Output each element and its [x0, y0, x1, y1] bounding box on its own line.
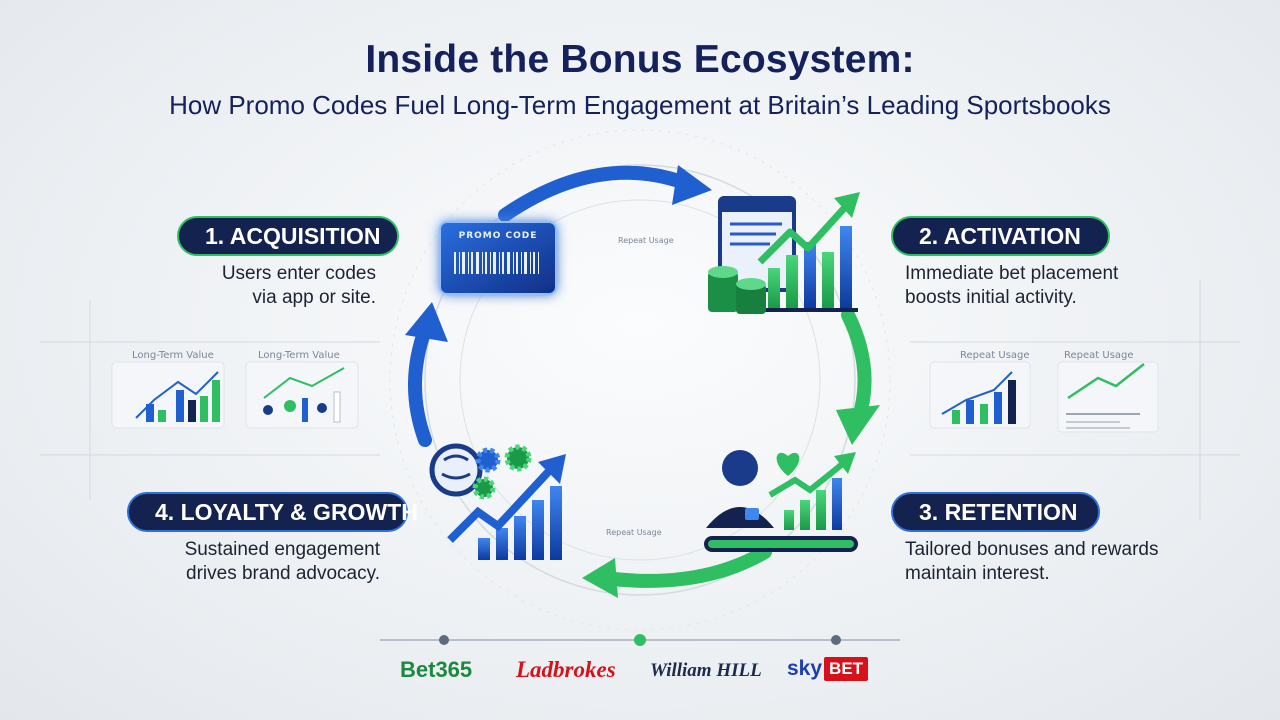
stage-activation-label: 2. ACTIVATION — [891, 216, 1110, 256]
barcode-icon — [454, 252, 539, 274]
arrow-loyalty-to-acquisition — [405, 302, 448, 447]
stage-acquisition-label: 1. ACQUISITION — [177, 216, 399, 256]
progress-bar — [704, 536, 858, 552]
skybet-logo-bet: BET — [824, 657, 869, 681]
stage-loyalty-description: Sustained engagement drives brand advoca… — [184, 539, 380, 584]
arrow-acquisition-to-activation — [498, 165, 712, 222]
mini-chart-right-a — [929, 361, 1031, 429]
promo-code-label: PROMO CODE — [458, 231, 538, 241]
william-hill-logo: William HILL — [650, 660, 762, 681]
retention-chart-icon — [768, 452, 856, 530]
mini-label-left-a: Long-Term Value — [132, 350, 214, 361]
timeline — [380, 634, 900, 646]
gear-icon — [472, 444, 532, 500]
stage-acquisition-description: Users enter codes via app or site. — [221, 263, 376, 308]
coins-icon — [708, 266, 766, 314]
arrow-activation-to-retention — [836, 308, 880, 445]
decorative-lines — [40, 280, 1240, 520]
mini-chart-left-a — [111, 361, 225, 429]
brain-icon — [429, 443, 483, 497]
mini-label-top-arc: Repeat Usage — [618, 236, 674, 245]
stage-retention-description: Tailored bonuses and rewards maintain in… — [905, 539, 1159, 584]
page-subtitle: How Promo Codes Fuel Long-Term Engagemen… — [169, 90, 1111, 120]
stage-loyalty-label: 4. LOYALTY & GROWTH — [127, 492, 418, 532]
mini-label-bottom-arc: Repeat Usage — [606, 528, 662, 537]
mini-label-right-b: Repeat Usage — [1064, 350, 1134, 361]
cycle-rings — [389, 129, 891, 631]
ladbrokes-logo: Ladbrokes — [516, 657, 616, 682]
mini-label-right-a: Repeat Usage — [960, 350, 1030, 361]
retention-user-icon — [706, 450, 774, 528]
promo-code-card — [439, 221, 557, 295]
mini-chart-right-b — [1057, 361, 1159, 433]
activation-chart-icon — [718, 192, 860, 312]
mini-chart-left-b — [245, 361, 359, 429]
skybet-logo-sky: sky — [787, 657, 823, 680]
page-title: Inside the Bonus Ecosystem: — [365, 38, 915, 81]
bet365-logo: Bet365 — [400, 657, 473, 682]
stage-retention-label: 3. RETENTION — [891, 492, 1100, 532]
stage-activation-description: Immediate bet placement boosts initial a… — [905, 263, 1119, 308]
heart-icon — [776, 452, 800, 476]
loyalty-chart-icon — [447, 454, 566, 560]
skybet-logo: sky BET — [787, 656, 869, 682]
arrow-retention-to-loyalty — [582, 545, 772, 598]
mini-label-left-b: Long-Term Value — [258, 350, 340, 361]
